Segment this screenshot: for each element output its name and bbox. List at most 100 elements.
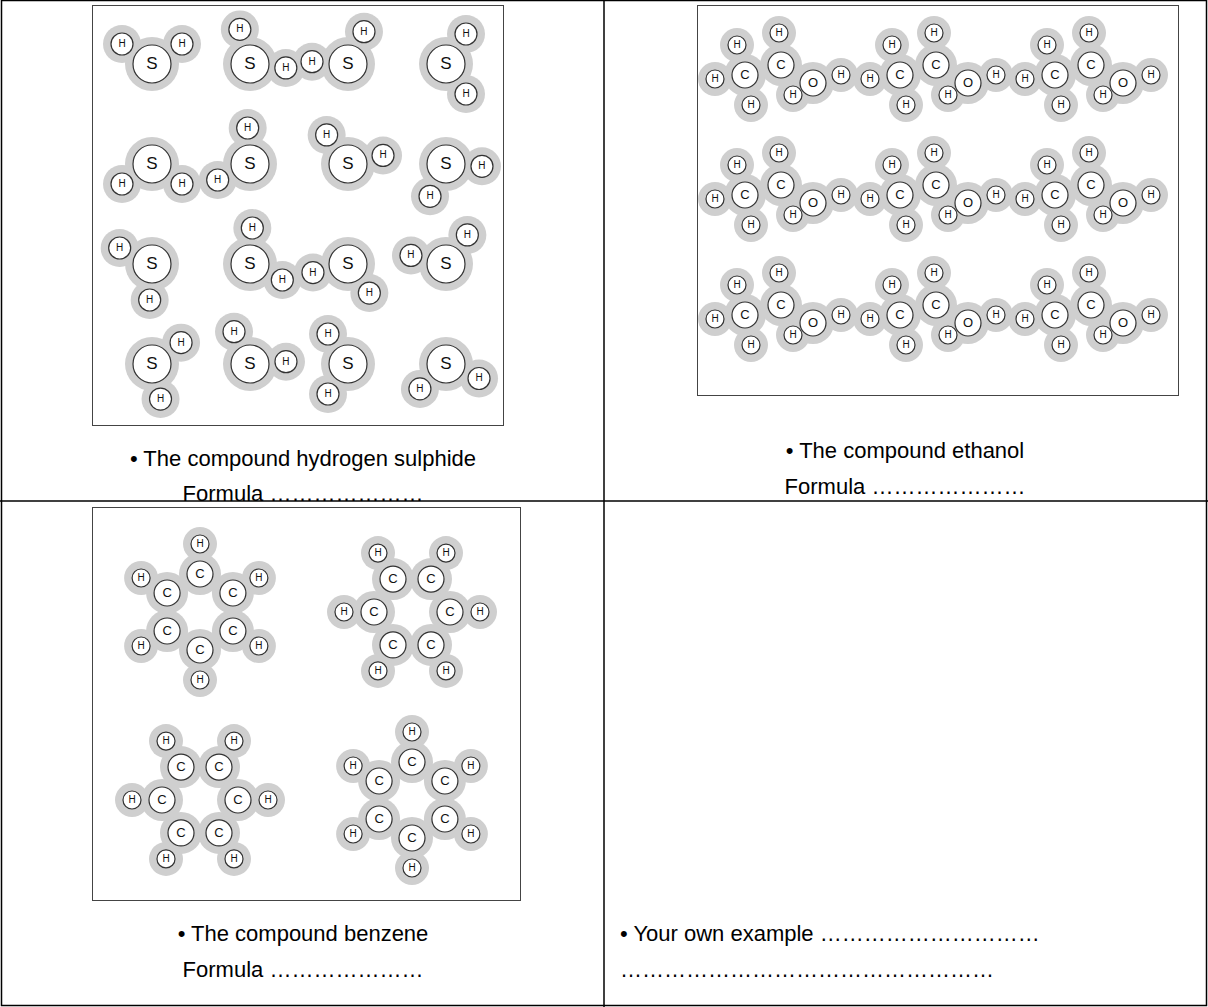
atom-letter: H	[400, 244, 422, 266]
atom-letter: O	[1110, 310, 1136, 336]
atom-halo	[124, 629, 158, 663]
atom-circle	[800, 190, 826, 216]
atom-letter: C	[923, 172, 949, 198]
atom-circle	[897, 96, 915, 114]
atom-letter: H	[335, 603, 353, 621]
atom-circle	[800, 310, 826, 336]
atom-circle	[301, 51, 323, 73]
atom-circle	[187, 637, 213, 663]
atom-circle	[784, 86, 802, 104]
atom-letter: S	[231, 245, 269, 283]
atom-circle	[403, 859, 421, 877]
atom-letter: C	[366, 768, 392, 794]
atom-letter: H	[471, 603, 489, 621]
atom-circle	[437, 599, 463, 625]
atom-letter: H	[1142, 66, 1160, 84]
atom-circle	[462, 825, 480, 843]
atom-letter: C	[380, 632, 406, 658]
atom-circle	[1038, 276, 1056, 294]
atom-letter: H	[468, 367, 490, 389]
atom-letter: C	[887, 62, 913, 88]
atom-letter: H	[403, 859, 421, 877]
atom-halo	[293, 43, 331, 81]
atom-halo	[294, 254, 332, 292]
atom-circle	[728, 156, 746, 174]
atom-circle	[897, 216, 915, 234]
atom-letter: H	[437, 662, 455, 680]
atom-halo	[463, 595, 497, 629]
atom-halo	[233, 209, 271, 247]
atom-letter: H	[770, 264, 788, 282]
atom-circle	[883, 276, 901, 294]
atom-circle	[316, 124, 338, 146]
atom-circle	[361, 599, 387, 625]
atom-circle	[231, 45, 269, 83]
atom-halo	[395, 715, 429, 749]
atom-circle	[471, 155, 493, 177]
atom-letter: H	[1094, 206, 1112, 224]
atom-circle	[742, 336, 760, 354]
atom-halo	[364, 136, 402, 174]
atom-circle	[1094, 206, 1112, 224]
cell-text: • The compound hydrogen sulphide	[130, 446, 476, 472]
atom-circle	[1110, 190, 1136, 216]
atom-letter: C	[887, 302, 913, 328]
atom-circle	[418, 566, 444, 592]
atom-circle	[955, 310, 981, 336]
atom-letter: H	[157, 850, 175, 868]
atom-circle	[259, 791, 277, 809]
atom-letter: C	[168, 754, 194, 780]
atom-circle	[409, 378, 431, 400]
atom-letter: H	[302, 262, 324, 284]
atom-letter: H	[728, 276, 746, 294]
atom-circle	[1038, 156, 1056, 174]
atom-letter: C	[1042, 182, 1068, 208]
atom-letter: H	[883, 36, 901, 54]
atom-letter: H	[171, 33, 193, 55]
atom-circle	[168, 820, 194, 846]
atom-circle	[366, 768, 392, 794]
atom-letter: C	[220, 618, 246, 644]
atom-circle	[706, 70, 724, 88]
atom-circle	[400, 244, 422, 266]
atom-halo	[720, 28, 754, 62]
atom-letter: H	[1052, 336, 1070, 354]
atom-circle	[358, 282, 380, 304]
atom-circle	[832, 186, 850, 204]
atom-circle	[732, 302, 758, 328]
atom-circle	[157, 850, 175, 868]
atom-halo	[251, 783, 285, 817]
atom-halo	[762, 16, 796, 50]
atom-letter: H	[111, 173, 133, 195]
atom-letter: S	[231, 45, 269, 83]
atom-circle	[742, 216, 760, 234]
atom-letter: S	[427, 245, 465, 283]
atom-letter: H	[353, 21, 375, 43]
atom-letter: H	[1052, 216, 1070, 234]
atom-letter: C	[206, 754, 232, 780]
atom-circle	[432, 768, 458, 794]
atom-circle	[207, 169, 229, 191]
atom-halo	[853, 62, 887, 96]
atom-circle	[380, 566, 406, 592]
atom-letter: H	[462, 757, 480, 775]
atom-halo	[698, 182, 732, 216]
atom-circle	[220, 618, 246, 644]
atom-letter: H	[706, 190, 724, 208]
atom-letter: C	[225, 787, 251, 813]
atom-letter: S	[133, 145, 171, 183]
atom-letter: H	[742, 96, 760, 114]
atom-circle	[111, 33, 133, 55]
atom-circle	[742, 96, 760, 114]
atom-circle	[861, 70, 879, 88]
atom-circle	[133, 145, 171, 183]
atom-circle	[231, 245, 269, 283]
atom-halo	[734, 208, 768, 242]
atom-letter: H	[241, 217, 263, 239]
atom-circle	[1078, 292, 1104, 318]
atom-circle	[768, 292, 794, 318]
atom-circle	[861, 190, 879, 208]
atom-circle	[925, 264, 943, 282]
atom-letter: H	[925, 264, 943, 282]
atom-letter: H	[897, 336, 915, 354]
